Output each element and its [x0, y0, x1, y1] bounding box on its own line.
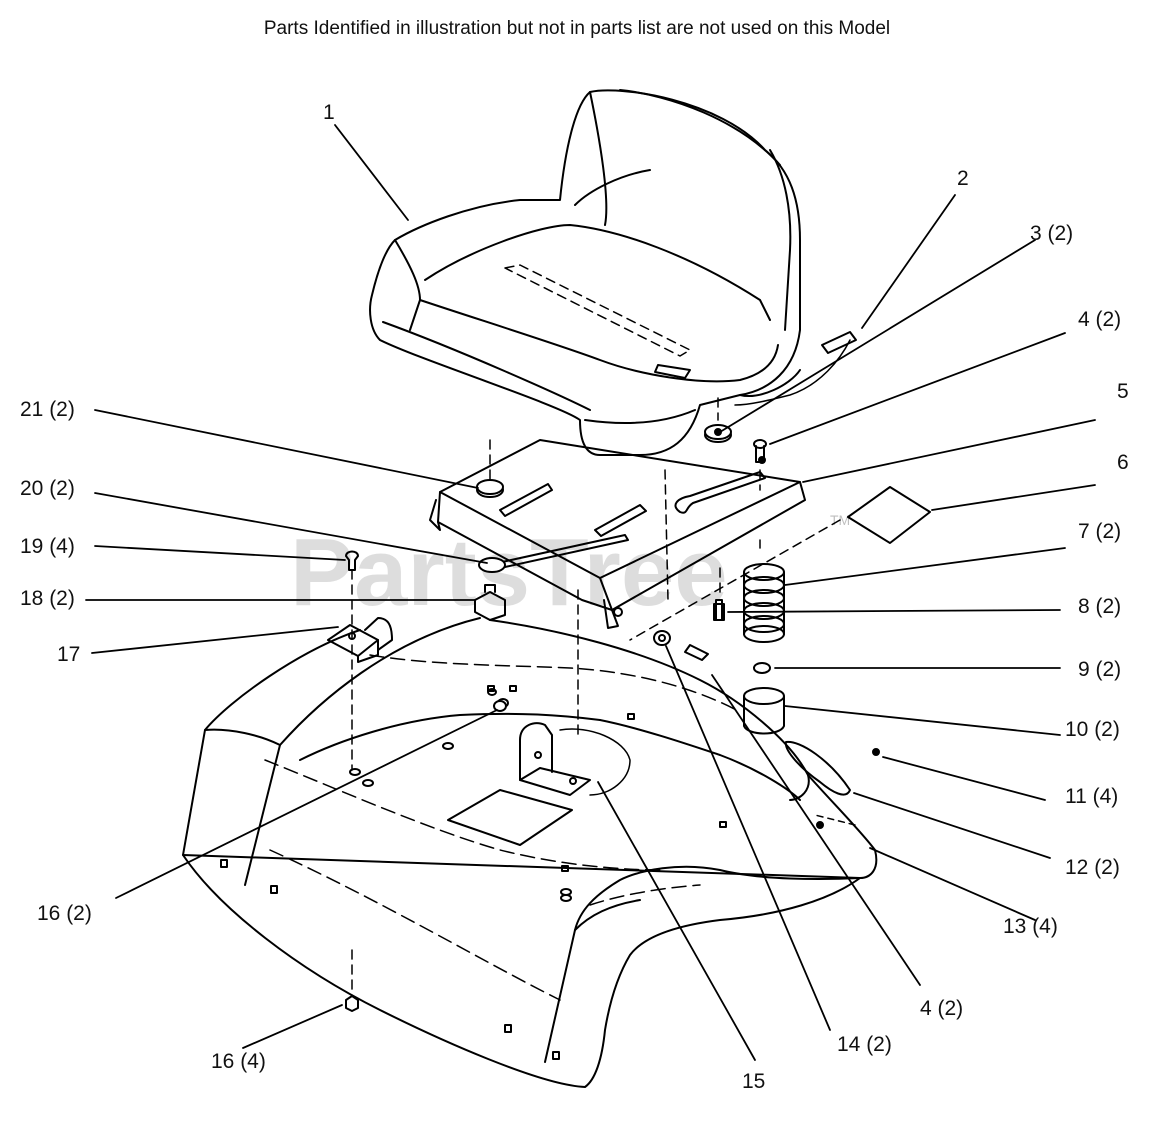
- fender-body-part: [182, 617, 878, 1088]
- nut-16-upper-part: [493, 700, 507, 712]
- leader-lines: [85, 124, 1096, 1061]
- bolt-4b-part: [684, 644, 709, 661]
- callout-3: 3 (2): [1030, 222, 1074, 245]
- callout-18: 18 (2): [20, 587, 75, 610]
- callout-17: 17: [57, 643, 81, 666]
- callout-9: 9 (2): [1078, 658, 1122, 681]
- nut-16-lower-part: [345, 995, 359, 1012]
- nut-13-part: [816, 821, 824, 829]
- callout-7: 7 (2): [1078, 520, 1122, 543]
- watermark: PartsTree: [290, 519, 728, 626]
- callout-8: 8 (2): [1078, 595, 1122, 618]
- callout-5: 5: [1117, 380, 1129, 403]
- bolt-4-part: [753, 439, 767, 463]
- callout-2: 2: [957, 167, 969, 190]
- callout-6: 6: [1117, 451, 1129, 474]
- seat-switch-part: [734, 331, 857, 406]
- nut-9-part: [753, 662, 771, 674]
- callout-19: 19 (4): [20, 535, 75, 558]
- callout-13: 13 (4): [1003, 915, 1058, 938]
- bumper-10-part: [743, 687, 785, 735]
- callout-4-lower: 4 (2): [920, 997, 964, 1020]
- spring-7-part: [743, 563, 785, 643]
- callout-21: 21 (2): [20, 398, 75, 421]
- callout-20: 20 (2): [20, 477, 75, 500]
- pad-6-part: [847, 486, 931, 544]
- washer-14-part: [653, 630, 671, 646]
- callout-14: 14 (2): [837, 1033, 892, 1056]
- callout-4-upper: 4 (2): [1078, 308, 1122, 331]
- callout-11: 11 (4): [1065, 785, 1119, 808]
- seat-part: [369, 89, 801, 456]
- washer-20-part: [478, 557, 506, 573]
- screw-19-part: [345, 550, 359, 571]
- plate-12-part: [784, 740, 851, 796]
- screw-11-part: [872, 748, 880, 756]
- bracket-15-part: [519, 722, 591, 796]
- bolt-8-part: [713, 599, 725, 621]
- bracket-17-part: [327, 617, 393, 663]
- callout-16-upper: 16 (2): [37, 902, 92, 925]
- callout-16-lower: 16 (4): [211, 1050, 266, 1073]
- diagram-note: Parts Identified in illustration but not…: [263, 18, 891, 39]
- callout-12: 12 (2): [1065, 856, 1120, 879]
- callout-1: 1: [323, 101, 335, 124]
- knob-18-part: [474, 584, 506, 621]
- callout-10: 10 (2): [1065, 718, 1120, 741]
- callout-15: 15: [742, 1070, 766, 1093]
